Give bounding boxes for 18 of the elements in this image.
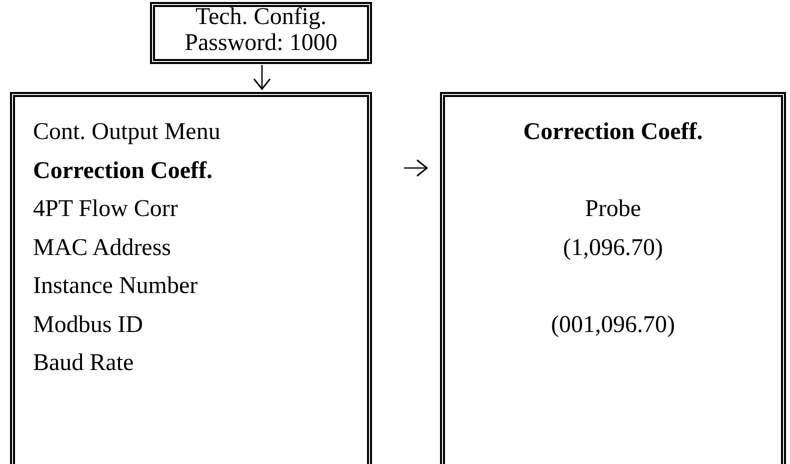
- double-arrow: [253, 65, 271, 90]
- menu-text: (001,096.70): [550, 310, 676, 340]
- menu-text: (1,096.70): [562, 234, 664, 262]
- menu-box: [10, 92, 372, 464]
- menu-text: 4PT Flow Corr: [33, 195, 178, 224]
- menu-text: Instance Number: [33, 272, 198, 301]
- menu-text: Correction Coeff.: [522, 118, 704, 147]
- menu-text: Probe: [584, 195, 642, 224]
- menu-box: [440, 92, 786, 464]
- double-arrow: [404, 159, 428, 177]
- menu-text: Password: 1000: [184, 30, 338, 56]
- menu-text: Correction Coeff.: [33, 156, 212, 186]
- menu-text: Tech. Config.: [194, 4, 328, 30]
- menu-text: Modbus ID: [33, 310, 144, 340]
- menu-text: Baud Rate: [33, 349, 134, 378]
- menu-text: MAC Address: [33, 234, 172, 262]
- menu-text: Cont. Output Menu: [33, 118, 220, 147]
- menu-box: [150, 2, 372, 64]
